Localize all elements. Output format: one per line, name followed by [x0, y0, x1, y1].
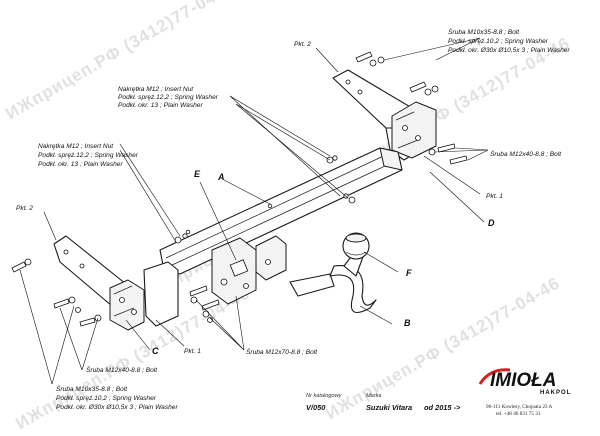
- callout-line: Śruba M10x35-8.8 ; Bolt: [56, 384, 128, 393]
- callout-bolt-m12x40-left: Śruba M12x40-8.8 ; Bolt: [86, 365, 158, 374]
- leader-lines: [19, 37, 489, 385]
- brand-value: Suzuki Vitara: [366, 403, 412, 412]
- callout-line: Podkł. spręż.10,2 ; Spring Washer: [448, 38, 549, 45]
- catalog-header: Nr katalogowy: [306, 393, 343, 399]
- logo-main-text: IMIOŁA: [490, 370, 557, 391]
- pkt2-top-label: Pkt. 2: [294, 41, 311, 48]
- pkt2-left-label: Pkt. 2: [16, 205, 33, 212]
- callout-bolt-m12x70: Śruba M12x70-8.8 ; Bolt: [246, 347, 318, 356]
- address-text: 96-111 Kowiesy, Chojnata 23 A: [486, 404, 553, 410]
- callout-line: Nakrętka M12 ; Insert Nut: [38, 143, 114, 150]
- callout-line: Podkł. spręż.12,2 ; Spring Washer: [38, 152, 139, 159]
- label-F: F: [406, 268, 412, 278]
- label-E: E: [194, 169, 201, 179]
- left-bolts: [11, 258, 102, 327]
- footer-info: Nr katalogowy V/050 Marka Suzuki Vitara …: [306, 393, 461, 412]
- callout-line: Podkł. okr. 13 ; Plain Washer: [38, 161, 123, 168]
- callout-top-right: Śruba M10x35-8.8 ; Bolt Podkł. spręż.10,…: [448, 27, 570, 54]
- pkt1-bottom-label: Pkt. 1: [184, 348, 201, 355]
- tow-ball-neck: [289, 249, 377, 314]
- imiola-logo: IMIOŁA HAKPOL 96-111 Kowiesy, Chojnata 2…: [478, 368, 571, 417]
- label-C: C: [152, 346, 159, 356]
- callout-line: Podkł. okr. 13 ; Plain Washer: [118, 102, 203, 109]
- left-side-bracket: [53, 235, 145, 331]
- callout-line: Podkł. spręż.12,2 ; Spring Washer: [118, 94, 219, 101]
- callout-line: Śruba M10x35-8.8 ; Bolt: [448, 27, 520, 36]
- callout-right-bolt: Śruba M12x40-8.8 ; Bolt: [490, 149, 562, 158]
- pkt1-right-label: Pkt. 1: [486, 193, 503, 200]
- callout-nut-top: Nakrętka M12 ; Insert Nut Podkł. spręż.1…: [118, 86, 219, 109]
- callout-line: Podkł. spręż.10,2 ; Spring Washer: [56, 395, 157, 402]
- callout-bottom-left: Śruba M10x35-8.8 ; Bolt Podkł. spręż.10,…: [56, 384, 178, 411]
- crossbar-nuts: [174, 155, 356, 244]
- label-D: D: [488, 218, 495, 228]
- center-mounting-plate: [143, 235, 287, 327]
- right-bolts: [428, 143, 468, 165]
- callout-line: Podkł. okr. Ø30x Ø10,5x 3 ; Plain Washer: [56, 404, 178, 411]
- years-value: od 2015 ->: [424, 403, 461, 412]
- label-A: A: [217, 172, 225, 182]
- tow-ball: [342, 232, 370, 260]
- top-right-bolts: [355, 51, 439, 96]
- callout-line: Nakrętka M12 ; Insert Nut: [118, 86, 194, 93]
- catalog-value: V/050: [306, 403, 326, 412]
- logo-sub-text: HAKPOL: [540, 390, 571, 396]
- part-labels: Pkt. 2 Pkt. 2 Pkt. 1 Pkt. 1 A B C D E F: [16, 41, 503, 356]
- brand-header: Marka: [366, 393, 382, 399]
- callout-nut-left: Nakrętka M12 ; Insert Nut Podkł. spręż.1…: [38, 143, 139, 168]
- callout-line: Podkł. okr. Ø30x Ø10,5x 3 ; Plain Washer: [448, 47, 570, 54]
- label-B: B: [404, 318, 411, 328]
- m12x70-bolts: [189, 285, 220, 323]
- phone-text: tel. +48 46 831 75 31: [496, 411, 541, 417]
